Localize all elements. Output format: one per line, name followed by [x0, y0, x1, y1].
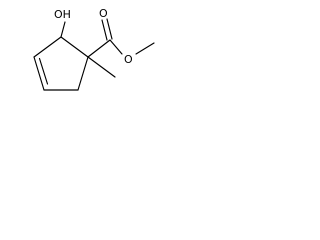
ring-bond-c5-c1: [33, 36, 62, 58]
ring-bond-c1-c2: [60, 36, 89, 58]
molecule-structure: OH O O: [33, 7, 155, 91]
ring-double-bond-inner: [38, 57, 49, 85]
bond-c1-oh: [60, 21, 66, 38]
ester-oxygen-label: O: [124, 53, 133, 66]
bond-c2-carbonyl-carbon: [87, 39, 111, 58]
ring-bond-c2-c3: [77, 56, 89, 91]
hydroxyl-label: OH: [54, 8, 71, 21]
bond-ester-oxygen-to-methyl: [135, 42, 155, 55]
ring-bond-c4-c5: [33, 56, 45, 91]
carbonyl-oxygen-label: O: [99, 7, 108, 20]
bond-carbonyl-double-1: [101, 19, 108, 41]
bond-carbonyl-to-ester-oxygen: [109, 39, 123, 55]
bond-carbonyl-double-2: [106, 18, 113, 40]
bond-methyl: [87, 56, 116, 78]
